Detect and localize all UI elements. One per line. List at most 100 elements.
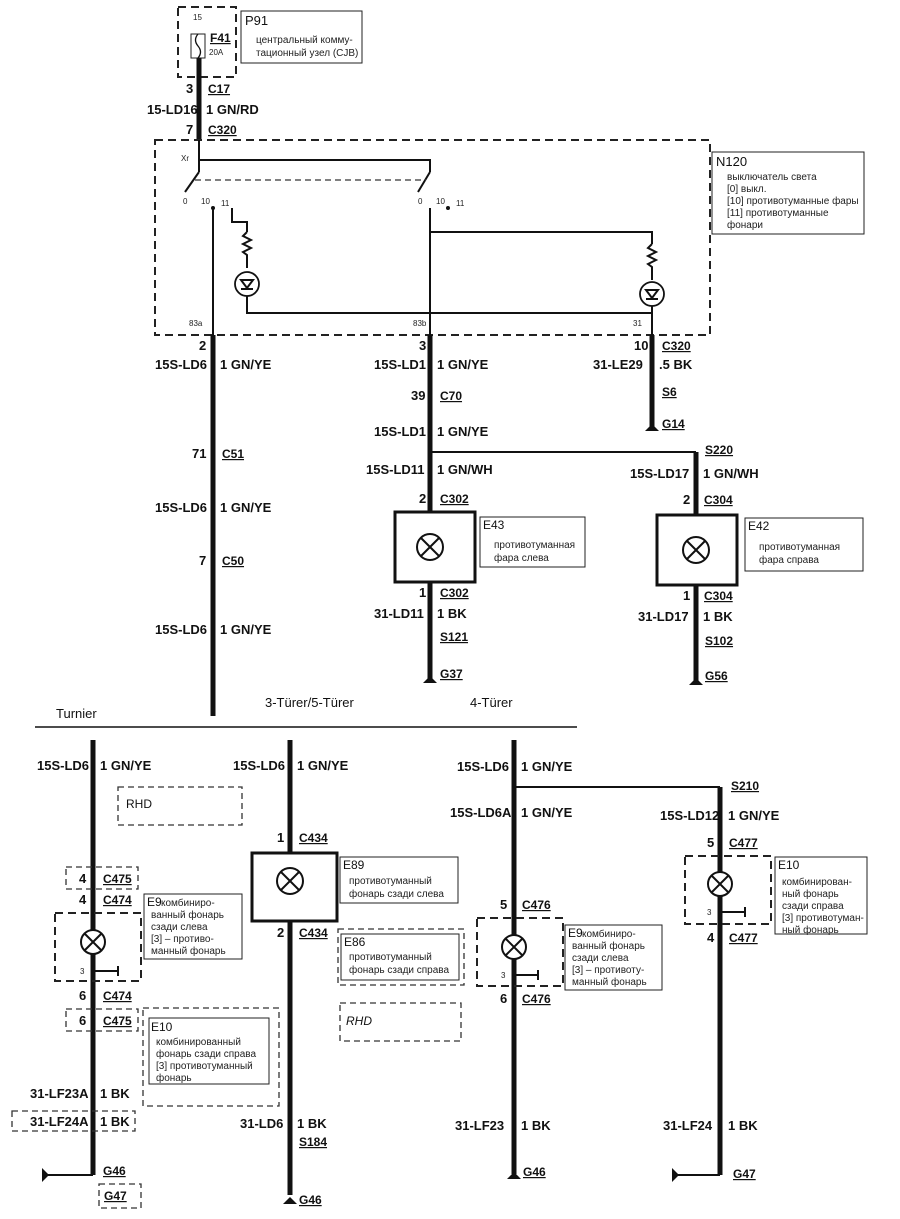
e9-a-pin3: 3 xyxy=(80,967,85,976)
e89-lamp-cross xyxy=(280,871,300,891)
e89-label-box xyxy=(339,856,459,904)
bottom-c-wire-2-color: 1 GN/YE xyxy=(521,805,573,820)
bottom-c-wire-2: 15S-LD6A xyxy=(450,805,512,820)
p91-code: P91 xyxy=(245,13,268,28)
e9-a-desc-3: сзади слева xyxy=(151,922,208,933)
mid-pin-39: 39 xyxy=(411,388,425,403)
p91-pin-15: 15 xyxy=(193,13,202,22)
bottom-a-wire-1-color: 1 GN/YE xyxy=(100,758,152,773)
n120-diode-left xyxy=(239,279,255,290)
right-wire-1-color: .5 BK xyxy=(659,357,693,372)
n120-label-box xyxy=(711,151,865,235)
connector-c302-top: C302 xyxy=(440,492,469,506)
e89-desc-2: фонарь сзади слева xyxy=(349,888,444,900)
e9-a-pin3-tab xyxy=(93,966,119,976)
bottom-b-wire-1: 15S-LD6 xyxy=(233,758,285,773)
wire-color-15-ld16: 1 GN/RD xyxy=(206,102,259,117)
e43-lamp-cross xyxy=(420,537,440,557)
mid-wire-4: 31-LD11 xyxy=(374,606,424,621)
e9-a-label-box xyxy=(143,893,243,960)
e10-a-boundary xyxy=(142,1007,280,1107)
bottom-c-pin-5: 5 xyxy=(500,897,507,912)
lf24a-option-box xyxy=(11,1110,136,1132)
n120-wire-right-11 xyxy=(430,231,653,244)
n120-sw-left-10: 10 xyxy=(201,197,210,206)
e89-lamp-housing xyxy=(250,851,339,923)
ground-g47-d-icon xyxy=(672,1168,679,1182)
e42-desc-2: фара справа xyxy=(759,554,819,566)
e9-a-desc-2: ванный фонарь xyxy=(151,909,224,921)
ground-g14-icon xyxy=(645,424,659,431)
ground-g46-a-icon xyxy=(42,1168,49,1182)
right-pin-1: 1 xyxy=(683,588,690,603)
e89-code: E89 xyxy=(343,858,365,872)
fuse-f41-element xyxy=(194,33,202,59)
ground-g37: G37 xyxy=(440,667,463,681)
ground-g56-icon xyxy=(689,678,703,685)
n120-resistor-left xyxy=(240,231,254,268)
mid-pin-2: 2 xyxy=(419,491,426,506)
e42-lamp-cross xyxy=(686,540,706,560)
pin-7-c320: 7 xyxy=(186,122,193,137)
ground-g56: G56 xyxy=(705,669,728,683)
connector-c474-top: C474 xyxy=(103,893,132,907)
e9-c-pin3-tab xyxy=(514,970,539,980)
mid-wire-2: 15S-LD1 xyxy=(374,424,426,439)
n120-indicator-right-icon xyxy=(639,281,665,307)
connector-c477-top: C477 xyxy=(729,836,758,850)
p91-label-box xyxy=(240,10,363,64)
e9-c-lamp-boundary xyxy=(476,917,564,987)
connector-c304-bottom: C304 xyxy=(704,589,733,603)
mid-wire-4-color: 1 BK xyxy=(437,606,467,621)
connector-c51: C51 xyxy=(222,447,244,461)
splice-s102: S102 xyxy=(705,634,733,648)
n120-desc-3: [10] противотуманные фары xyxy=(727,195,859,207)
e9-a-desc-1: комбиниро- xyxy=(161,897,215,909)
c475-option-box xyxy=(65,866,139,890)
e9-c-desc-2: ванный фонарь xyxy=(572,940,645,952)
e10-a-desc-4: фонарь xyxy=(156,1072,192,1084)
connector-c434-top: C434 xyxy=(299,831,328,845)
e9-a-desc-4: [3] – противо- xyxy=(151,934,214,945)
n120-resistor-right xyxy=(645,243,659,280)
ground-g46-c-icon xyxy=(507,1172,521,1179)
n120-desc-1: выключатель света xyxy=(727,172,817,183)
variant-4-door: 4-Türer xyxy=(470,695,513,710)
e9-c-label-box xyxy=(564,924,663,991)
e9-c-pin3: 3 xyxy=(501,971,506,980)
connector-c17: C17 xyxy=(208,82,230,96)
g47-option-box xyxy=(98,1183,142,1209)
e9-a-lamp-boundary xyxy=(54,912,142,982)
e10-a-label-box xyxy=(148,1017,270,1085)
e86-boundary xyxy=(337,928,465,986)
connector-c320-top: C320 xyxy=(208,123,237,137)
mid-wire-2-color: 1 GN/YE xyxy=(437,424,489,439)
e9-c-desc-5: манный фонарь xyxy=(572,976,647,988)
n120-indicator-left-icon xyxy=(234,271,260,297)
e10-d-desc-5: ный фонарь xyxy=(782,924,839,936)
ground-g46-a: G46 xyxy=(103,1164,126,1178)
n120-pin-83b: 83b xyxy=(413,319,427,328)
p91-desc-1: центральный комму- xyxy=(256,35,353,46)
e43-desc-1: противотуманная xyxy=(494,540,575,551)
bottom-a-pin-6b: 6 xyxy=(79,1013,86,1028)
n120-sw-left-11: 11 xyxy=(221,199,230,208)
bottom-d-pin-4: 4 xyxy=(707,930,715,945)
variant-3-5-door: 3-Türer/5-Türer xyxy=(265,695,355,710)
left-wire-3-color: 1 GN/YE xyxy=(220,622,272,637)
e10-a-code: E10 xyxy=(151,1020,173,1034)
e10-d-lamp-boundary xyxy=(684,855,772,925)
p91-desc-2: тационный узел (CJB) xyxy=(256,48,358,59)
e43-desc-2: фара слева xyxy=(494,552,549,564)
e9-a-lamp-cross xyxy=(84,933,102,951)
e10-d-label-box xyxy=(774,856,868,935)
left-pin-2: 2 xyxy=(199,338,206,353)
bottom-a-pin-6: 6 xyxy=(79,988,86,1003)
right-wire-2: 15S-LD17 xyxy=(630,466,689,481)
bottom-c-wire-3-color: 1 BK xyxy=(521,1118,551,1133)
bottom-a-wire-2: 31-LF23A xyxy=(30,1086,89,1101)
splice-s6: S6 xyxy=(662,385,677,399)
mid-wire-3: 15S-LD11 xyxy=(366,462,425,477)
bottom-a-pin-4: 4 xyxy=(79,871,87,886)
ground-g46-c: G46 xyxy=(523,1165,546,1179)
